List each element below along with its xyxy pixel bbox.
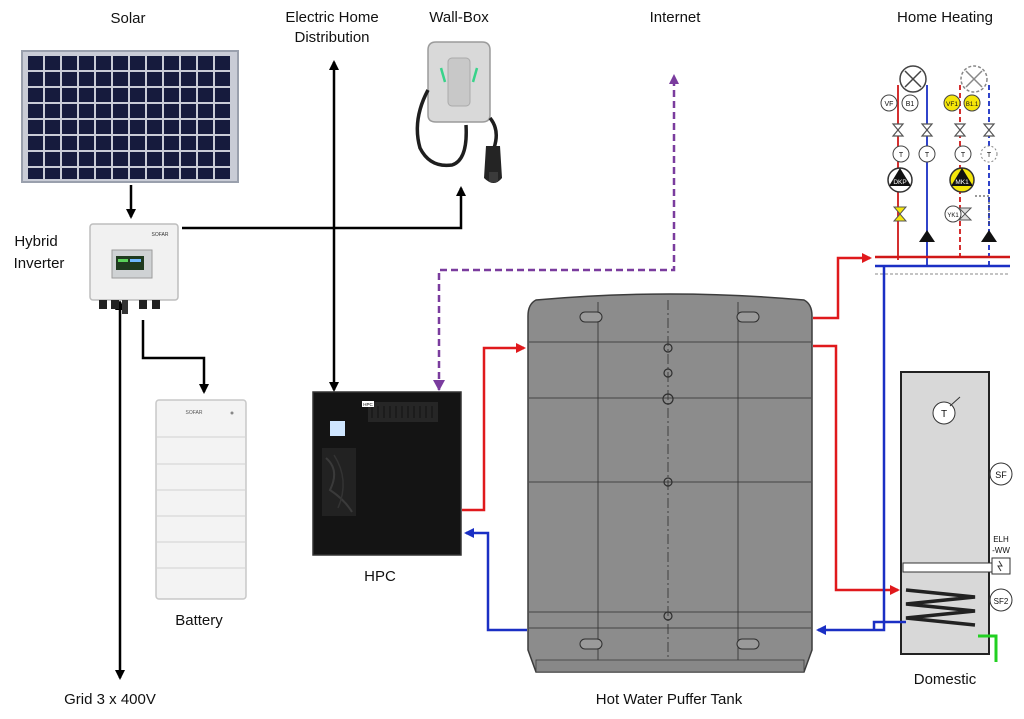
heating-header: [875, 255, 1010, 275]
domestic-ww-text: -WW: [992, 546, 1010, 555]
power-lines: [115, 60, 466, 680]
label-wallbox: Wall-Box: [429, 9, 489, 26]
hpc-badge-text: HPC: [363, 402, 373, 407]
domestic-t-text: T: [941, 409, 947, 420]
tank-to-domestic-hot: [813, 344, 900, 595]
domestic-sf2-text: SF2: [994, 597, 1009, 606]
heating-vf-text: VF: [885, 101, 894, 108]
inverter-brand-text: SOFAR: [152, 232, 169, 238]
domestic-elh-text: ELH: [993, 535, 1009, 544]
inverter-to-battery-line: [141, 320, 209, 394]
inverter-to-wallbox-line: [182, 186, 466, 230]
diagram-labels: Solar Electric Home Distribution Wall-Bo…: [14, 9, 993, 708]
heating-b1-text: B1: [906, 101, 915, 108]
heating-vf1-text: VF1: [946, 101, 958, 108]
heating-return-cold: [816, 266, 886, 635]
hpc-hot-out: [462, 343, 526, 512]
heating-dkp-text: DKP: [893, 179, 906, 186]
domestic-sf-text: SF: [995, 470, 1007, 480]
label-home-heating: Home Heating: [897, 9, 993, 26]
hpc-unit: HPC: [312, 391, 462, 556]
heating-t3-text: T: [961, 152, 966, 159]
heating-mk1-text: MK1: [955, 179, 969, 186]
solar-panel: [21, 50, 239, 183]
label-hybrid-2: Inverter: [14, 255, 65, 272]
label-hpc: HPC: [364, 568, 396, 585]
heating-yk1-text: YK1: [947, 213, 959, 219]
domestic-tank: T SF ELH -WW SF2: [900, 371, 1013, 662]
label-electric-home-1: Electric Home: [285, 9, 378, 26]
label-grid: Grid 3 x 400V: [64, 691, 156, 708]
label-puffer-tank: Hot Water Puffer Tank: [596, 691, 743, 708]
internet-line: [437, 74, 679, 390]
label-domestic: Domestic: [914, 671, 977, 688]
water-pipes: [462, 253, 906, 635]
heating-t4-text: T: [987, 152, 992, 159]
tank-to-heating-hot: [813, 253, 872, 320]
battery-brand-text: SOFAR: [186, 410, 203, 416]
label-electric-home-2: Distribution: [294, 29, 369, 46]
hybrid-inverter: SOFAR: [89, 223, 179, 314]
label-internet: Internet: [650, 9, 702, 26]
hpc-cold-return: [464, 528, 527, 632]
heating-b11-text: B1.1: [966, 102, 979, 108]
label-hybrid-1: Hybrid: [14, 233, 57, 250]
internet-arrowhead-lower: [433, 380, 445, 391]
wallbox: [415, 41, 502, 183]
domestic-coil-return: [872, 620, 906, 630]
label-solar: Solar: [110, 10, 145, 27]
heating-t2-text: T: [925, 152, 930, 159]
puffer-tank: [527, 293, 813, 673]
battery: SOFAR: [155, 399, 247, 600]
label-battery: Battery: [175, 612, 223, 629]
home-heating-schematic: VF B1 VF1 B1.1 T T T T DKP MK1 YK1: [880, 65, 998, 265]
heating-t1-text: T: [899, 152, 904, 159]
